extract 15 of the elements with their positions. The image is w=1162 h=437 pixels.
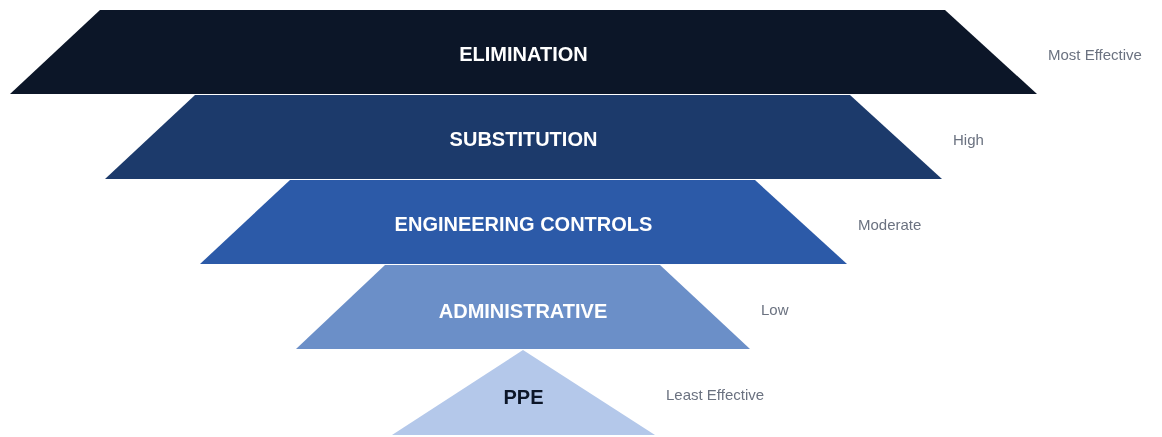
level-label: ENGINEERING CONTROLS (394, 212, 653, 236)
level-label: ADMINISTRATIVE (438, 299, 608, 323)
trapezoid-band (10, 10, 1037, 94)
triangle-band (392, 350, 655, 435)
effectiveness-label: Most Effective (1048, 45, 1142, 63)
effectiveness-label: Least Effective (666, 385, 765, 403)
level-label: PPE (503, 385, 544, 409)
trapezoid-band (296, 265, 750, 349)
level-label: SUBSTITUTION (449, 127, 598, 151)
effectiveness-label: Low (761, 300, 789, 318)
effectiveness-label: Moderate (858, 215, 922, 233)
trapezoid-band (105, 95, 942, 179)
trapezoid-band (200, 180, 847, 264)
effectiveness-label: High (953, 130, 984, 148)
level-label: ELIMINATION (459, 42, 588, 66)
